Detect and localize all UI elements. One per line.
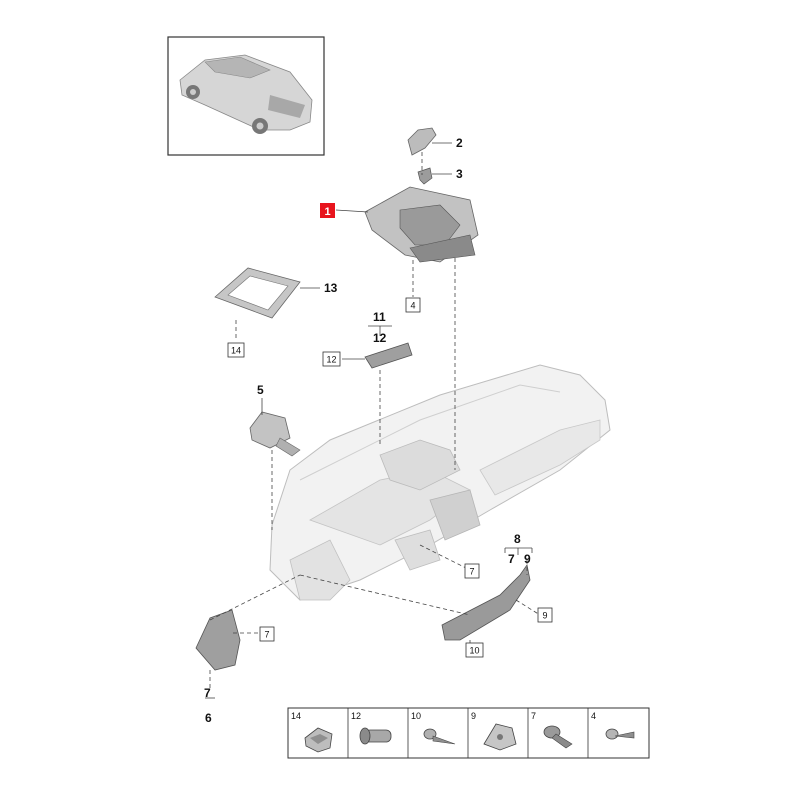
- svg-text:12: 12: [326, 355, 336, 365]
- callout-13[interactable]: 13: [324, 281, 338, 295]
- callout-9-sub[interactable]: 9: [524, 552, 531, 566]
- part-12-panel[interactable]: [364, 342, 413, 369]
- box-callout-7-middle[interactable]: 7: [464, 563, 480, 579]
- svg-text:12: 12: [351, 711, 361, 721]
- svg-text:14: 14: [231, 346, 241, 356]
- callout-1-label: 1: [324, 206, 330, 218]
- svg-text:4: 4: [591, 711, 596, 721]
- callout-1-highlighted[interactable]: 1: [320, 203, 335, 218]
- callout-11[interactable]: 11: [373, 310, 386, 324]
- torx-screw-icon: [605, 728, 635, 740]
- legend-item-4[interactable]: 4: [591, 711, 635, 740]
- part-2-cap[interactable]: [407, 127, 437, 156]
- svg-text:9: 9: [542, 611, 547, 621]
- svg-text:14: 14: [291, 711, 301, 721]
- clip-icon: [304, 727, 333, 753]
- dashboard-assembly: [269, 364, 611, 601]
- legend-item-12[interactable]: 12: [351, 711, 392, 745]
- box-callout-9[interactable]: 9: [537, 607, 553, 623]
- dashed-leader-lines: [209, 152, 541, 688]
- box-callout-12[interactable]: 12: [322, 351, 341, 367]
- legend-item-9[interactable]: 9: [471, 711, 517, 751]
- svg-text:7: 7: [469, 567, 474, 577]
- box-callout-4[interactable]: 4: [405, 297, 421, 313]
- box-callout-10[interactable]: 10: [465, 642, 484, 658]
- fastener-legend: 14 12 10 9: [287, 707, 650, 759]
- box-callout-7-left[interactable]: 7: [259, 626, 275, 642]
- legend-item-10[interactable]: 10: [411, 711, 456, 745]
- plug-rivet-icon: [359, 727, 392, 745]
- self-tapping-screw-icon: [423, 728, 456, 745]
- callout-8[interactable]: 8: [514, 532, 521, 546]
- part-6-knee-cover[interactable]: [195, 609, 241, 671]
- callout-2[interactable]: 2: [456, 136, 463, 150]
- part-5-cover[interactable]: [249, 411, 301, 457]
- callout-7-lower[interactable]: 7: [204, 686, 211, 700]
- callout-3[interactable]: 3: [456, 167, 463, 181]
- svg-text:9: 9: [471, 711, 476, 721]
- legend-item-7[interactable]: 7: [531, 711, 573, 749]
- callout-7-sub[interactable]: 7: [508, 552, 515, 566]
- part-1-trim-cover[interactable]: [364, 186, 479, 263]
- svg-text:10: 10: [411, 711, 421, 721]
- svg-text:4: 4: [410, 301, 415, 311]
- vehicle-thumbnail: [167, 36, 325, 156]
- callout-6[interactable]: 6: [205, 711, 212, 725]
- svg-text:7: 7: [531, 711, 536, 721]
- car-icon: [179, 54, 313, 134]
- callout-5[interactable]: 5: [257, 383, 264, 397]
- legend-item-14[interactable]: 14: [291, 711, 333, 753]
- svg-text:7: 7: [264, 630, 269, 640]
- part-3-bracket[interactable]: [417, 167, 433, 185]
- expanding-rivet-icon: [543, 725, 573, 749]
- part-8-bracket[interactable]: [441, 564, 531, 641]
- spring-nut-icon: [483, 723, 517, 751]
- svg-text:10: 10: [469, 646, 479, 656]
- solid-leader-lines: [205, 142, 533, 699]
- part-13-frame[interactable]: [214, 267, 301, 319]
- callout-12-label[interactable]: 12: [373, 331, 387, 345]
- box-callout-14[interactable]: 14: [227, 342, 245, 358]
